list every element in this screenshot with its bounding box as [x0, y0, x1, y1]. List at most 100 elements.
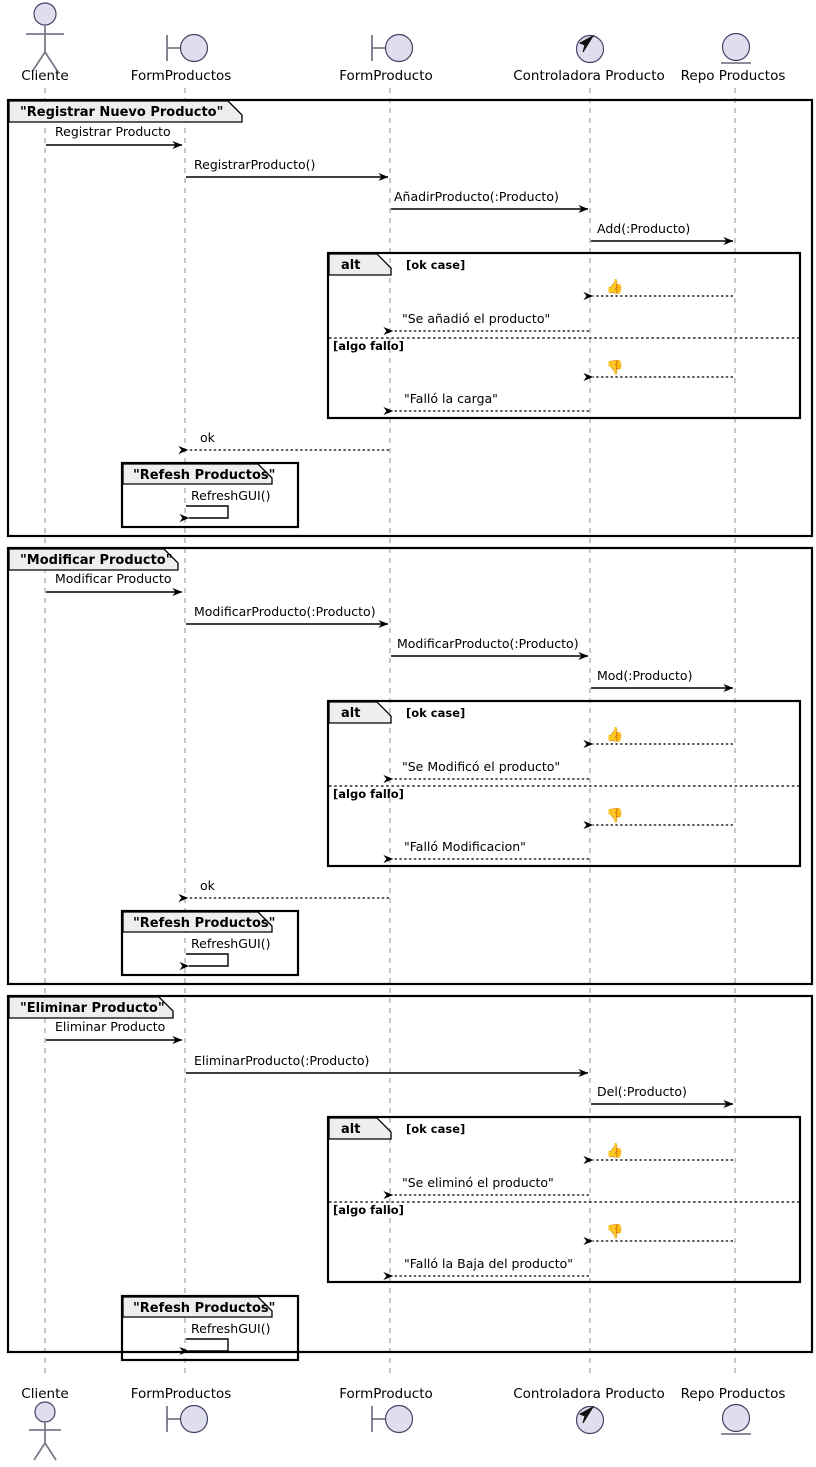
message-label: RegistrarProducto() — [194, 157, 315, 172]
alt-guard: [ok case] — [406, 706, 465, 720]
return-fallo-baja: "Falló la Baja del producto" — [383, 1256, 589, 1280]
message-eliminarproducto: EliminarProducto(:Producto) — [186, 1053, 589, 1077]
return-thumbs-up-3: 👍 — [583, 1142, 733, 1164]
return-fallo-carga: "Falló la carga" — [383, 391, 589, 415]
participant-header-controladora: Controladora Producto — [513, 34, 665, 84]
message-label: "Se Modificó el producto" — [402, 759, 560, 774]
message-del-producto: Del(:Producto) — [591, 1084, 734, 1108]
return-thumbs-up-1: 👍 — [583, 278, 733, 300]
message-registrarproducto: RegistrarProducto() — [186, 157, 389, 181]
fragment-title: "Refesh Productos" — [133, 468, 275, 483]
alt-guard: [ok case] — [406, 258, 465, 272]
alt-block-eliminar: alt [ok case] 👍 "Se eliminó el producto"… — [326, 1115, 802, 1284]
participant-footer-formproductos: FormProductos — [131, 1386, 232, 1434]
message-label: "Se eliminó el producto" — [402, 1175, 554, 1190]
message-anadirproducto: AñadirProducto(:Producto) — [391, 189, 589, 213]
alt-block-registrar: alt [ok case] 👍 "Se añadió el producto" … — [326, 251, 802, 420]
boundary-icon — [371, 1404, 414, 1434]
message-label: EliminarProducto(:Producto) — [194, 1053, 369, 1068]
message-eliminar-producto: Eliminar Producto — [46, 1019, 183, 1044]
thumbs-down-icon: 👎 — [606, 1223, 623, 1240]
participant-header-cliente: Cliente — [21, 2, 69, 84]
boundary-icon — [371, 33, 414, 63]
message-label: Modificar Producto — [55, 571, 171, 586]
return-ok-1: ok — [178, 430, 389, 454]
message-label: RefreshGUI() — [191, 1321, 270, 1336]
participant-label: FormProductos — [131, 68, 232, 84]
participant-footer-cliente: Cliente — [21, 1386, 69, 1461]
return-thumbs-down-3: 👎 — [583, 1223, 733, 1245]
boundary-icon — [166, 33, 209, 63]
message-registrar-producto: Registrar Producto — [46, 124, 183, 149]
return-fallo-modificacion: "Falló Modificacion" — [383, 839, 589, 863]
alt-guard: [algo fallo] — [333, 339, 404, 353]
participant-label: FormProducto — [339, 1386, 433, 1402]
participant-label: Cliente — [21, 68, 68, 84]
fragment-registrar-nuevo-producto: "Registrar Nuevo Producto" Registrar Pro… — [6, 98, 814, 538]
message-label: AñadirProducto(:Producto) — [394, 189, 559, 204]
control-icon — [575, 1405, 605, 1435]
message-label: "Falló la Baja del producto" — [404, 1256, 573, 1271]
inner-fragment-refesh-1: "Refesh Productos" RefreshGUI() — [120, 461, 300, 529]
alt-guard: [algo fallo] — [333, 1203, 404, 1217]
alt-guard: [algo fallo] — [333, 787, 404, 801]
alt-keyword: alt — [341, 258, 360, 273]
message-label: Eliminar Producto — [55, 1019, 165, 1034]
message-modificarproducto-2: ModificarProducto(:Producto) — [391, 636, 589, 660]
thumbs-up-icon: 👍 — [606, 278, 623, 295]
fragment-eliminar-producto: "Eliminar Producto" Eliminar Producto El… — [6, 994, 814, 1362]
participant-label: FormProductos — [131, 1386, 232, 1402]
alt-guard: [ok case] — [406, 1122, 465, 1136]
alt-keyword: alt — [341, 706, 360, 721]
return-se-modifico: "Se Modificó el producto" — [383, 759, 589, 783]
message-label: Add(:Producto) — [597, 221, 690, 236]
message-add-producto: Add(:Producto) — [591, 221, 734, 245]
participant-footer-repoproductos: Repo Productos — [681, 1386, 786, 1435]
message-label: "Falló Modificacion" — [404, 839, 526, 854]
entity-icon — [721, 1403, 751, 1435]
message-label: ok — [200, 430, 216, 445]
control-icon — [575, 34, 605, 64]
return-se-anadio: "Se añadió el producto" — [383, 311, 589, 335]
return-thumbs-down-2: 👎 — [583, 807, 733, 829]
message-label: RefreshGUI() — [191, 936, 270, 951]
participant-footer-controladora: Controladora Producto — [513, 1386, 665, 1435]
thumbs-up-icon: 👍 — [606, 726, 623, 743]
fragment-title: "Modificar Producto" — [20, 553, 173, 568]
participant-label: Controladora Producto — [513, 1386, 665, 1402]
message-label: Registrar Producto — [55, 124, 171, 139]
message-label: ok — [200, 878, 216, 893]
thumbs-down-icon: 👎 — [606, 807, 623, 824]
self-call-loop — [179, 505, 229, 522]
participant-label: Cliente — [21, 1386, 68, 1402]
return-ok-2: ok — [178, 878, 389, 902]
fragment-title: "Eliminar Producto" — [20, 1001, 165, 1016]
participant-label: Controladora Producto — [513, 68, 665, 84]
message-label: ModificarProducto(:Producto) — [397, 636, 579, 651]
participant-label: Repo Productos — [681, 1386, 786, 1402]
boundary-icon — [166, 1404, 209, 1434]
return-thumbs-down-1: 👎 — [583, 359, 733, 381]
message-modificarproducto-1: ModificarProducto(:Producto) — [186, 604, 389, 628]
participant-label: FormProducto — [339, 68, 433, 84]
inner-fragment-refesh-2: "Refesh Productos" RefreshGUI() — [120, 909, 300, 977]
participant-header-formproductos: FormProductos — [131, 33, 232, 84]
fragment-title: "Refesh Productos" — [133, 1301, 275, 1316]
message-mod-producto: Mod(:Producto) — [591, 668, 734, 692]
return-se-elimino: "Se eliminó el producto" — [383, 1175, 589, 1199]
entity-icon — [721, 32, 751, 64]
message-label: ModificarProducto(:Producto) — [194, 604, 376, 619]
thumbs-up-icon: 👍 — [606, 1142, 623, 1159]
lifelines — [44, 88, 736, 1375]
return-thumbs-up-2: 👍 — [583, 726, 733, 748]
message-label: "Falló la carga" — [404, 391, 498, 406]
fragment-modificar-producto: "Modificar Producto" Modificar Producto … — [6, 546, 814, 986]
message-label: "Se añadió el producto" — [402, 311, 550, 326]
message-label: RefreshGUI() — [191, 488, 270, 503]
self-call-loop — [179, 953, 229, 970]
fragment-title: "Registrar Nuevo Producto" — [20, 105, 223, 120]
thumbs-down-icon: 👎 — [606, 359, 623, 376]
participant-header-repoproductos: Repo Productos — [681, 32, 785, 84]
